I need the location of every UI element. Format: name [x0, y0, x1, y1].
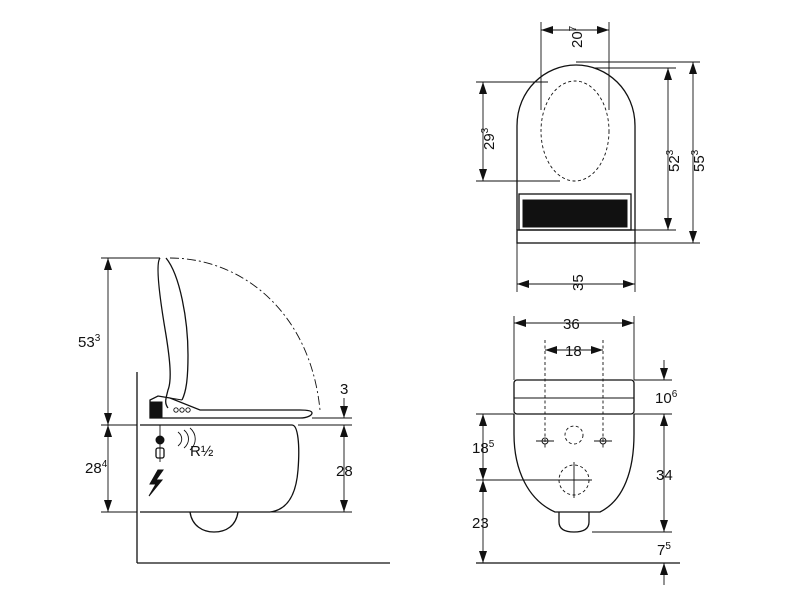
front-drain-foot	[558, 512, 590, 533]
supply-valve-icon	[155, 425, 165, 462]
dim-seat-width: 207	[568, 25, 586, 48]
bowl-top-outline	[516, 64, 636, 230]
lid-inner	[165, 257, 189, 401]
dim-drain-to-floor: 34	[656, 467, 673, 484]
seat-opening	[540, 80, 610, 182]
dim-length-total: 553	[690, 149, 708, 172]
dim-floor-offset: 75	[657, 541, 671, 559]
lid-outline	[157, 257, 171, 409]
dim-bolt-spacing: 18	[565, 343, 582, 360]
dim-seat-gap: 3	[340, 381, 348, 398]
hinge-block	[149, 401, 163, 419]
electric-bolt-icon	[148, 469, 164, 497]
front-bowl-outline	[513, 414, 635, 513]
bowl-outline	[140, 424, 300, 513]
dim-total-width: 36	[563, 316, 580, 333]
front-view: 36 18 106 185 23 34 75	[472, 316, 680, 585]
lid-swing-arc	[169, 257, 321, 411]
dim-floor-to-drain: 23	[472, 515, 489, 532]
side-view: R½ 533 284 3 28	[78, 257, 390, 564]
base-plate	[516, 229, 636, 244]
dim-total-height: 533	[78, 333, 101, 351]
seat-top	[149, 395, 313, 419]
dim-length-inner: 523	[665, 149, 683, 172]
dim-floor-to-rim-left: 284	[85, 459, 108, 477]
dim-floor-to-rim-right: 28	[336, 463, 353, 480]
water-connection-icon	[177, 427, 196, 451]
dim-top-offset: 106	[655, 389, 678, 407]
dim-bolt-height: 185	[472, 439, 495, 457]
bowl-drain-foot	[189, 511, 239, 533]
dim-width: 35	[570, 274, 587, 291]
water-inlet-hole	[564, 425, 584, 445]
dim-seat-length: 293	[480, 127, 498, 150]
connection-label: R½	[190, 443, 214, 460]
top-view: 207 293 523 553 35	[476, 22, 708, 292]
front-control-unit	[513, 379, 635, 415]
